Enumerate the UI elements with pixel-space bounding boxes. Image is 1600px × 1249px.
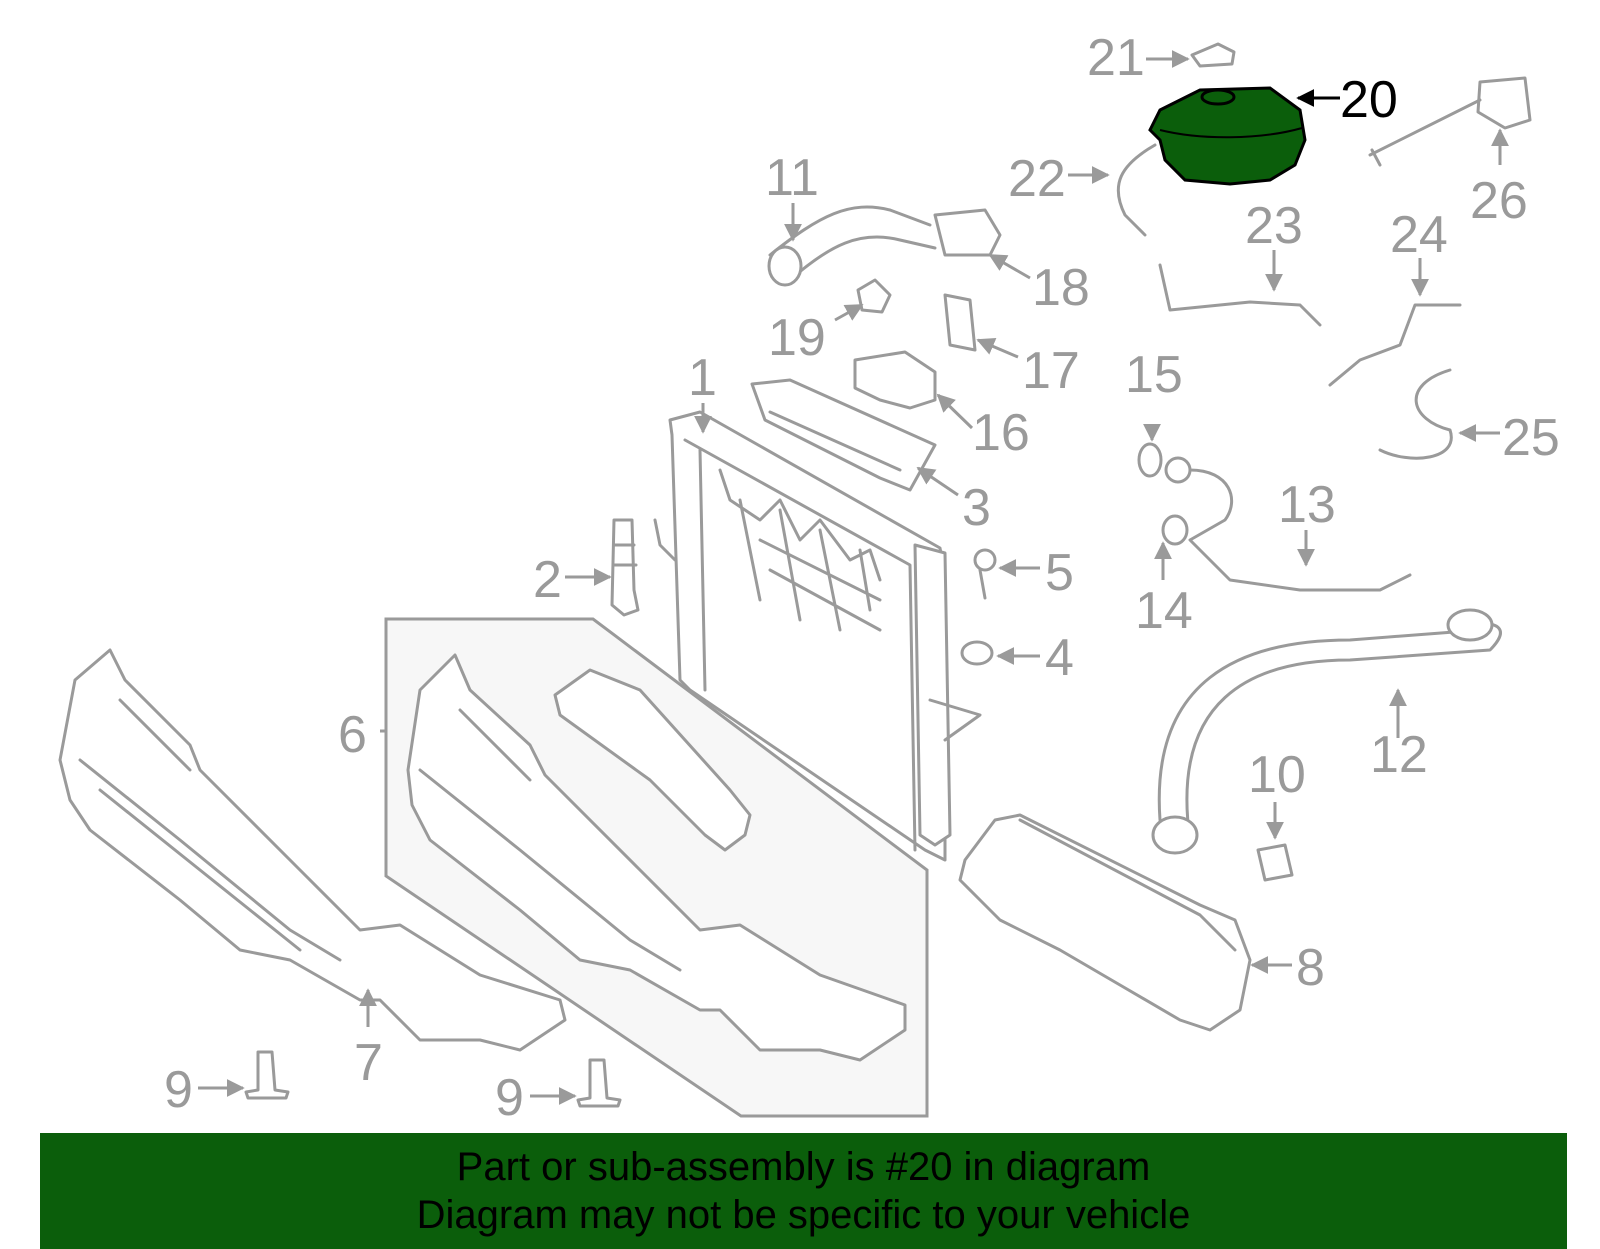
part-20-reservoir[interactable] xyxy=(1148,86,1307,186)
label-part-21: 21 xyxy=(1087,29,1145,87)
part-8-shroud[interactable] xyxy=(958,813,1252,1032)
banner-line-2: Diagram may not be specific to your vehi… xyxy=(416,1193,1191,1237)
leader-lines xyxy=(198,50,1509,1105)
part-13-pipe[interactable] xyxy=(1164,456,1412,592)
label-part-16: 16 xyxy=(972,404,1030,462)
label-part-20: 20 xyxy=(1340,71,1398,129)
part-21-cap[interactable] xyxy=(1190,42,1236,68)
label-part-9-b: 9 xyxy=(495,1069,524,1127)
label-part-25: 25 xyxy=(1502,409,1560,467)
part-23-hose[interactable] xyxy=(1158,263,1322,327)
part-6-air-duct[interactable] xyxy=(406,653,907,1062)
part-3-support[interactable] xyxy=(750,378,937,492)
part-25-hose[interactable] xyxy=(1378,368,1453,460)
part-4-washer[interactable] xyxy=(960,640,994,666)
part-10-clip[interactable] xyxy=(1256,843,1294,882)
part-18-fitting[interactable] xyxy=(933,208,1002,257)
part-26-sensor[interactable] xyxy=(1368,76,1532,167)
part-5-screw[interactable] xyxy=(973,548,997,572)
label-part-10: 10 xyxy=(1248,746,1306,804)
label-part-8: 8 xyxy=(1296,939,1325,997)
label-part-23: 23 xyxy=(1245,197,1303,255)
part-2-bolt[interactable] xyxy=(610,518,640,617)
label-part-5: 5 xyxy=(1045,544,1074,602)
part-1-radiator[interactable] xyxy=(653,410,982,862)
part-9-bolt-b[interactable] xyxy=(576,1058,622,1108)
label-part-19: 19 xyxy=(768,309,826,367)
part-9-bolt-a[interactable] xyxy=(244,1050,290,1100)
part-24-hose[interactable] xyxy=(1328,303,1462,387)
label-part-9-a: 9 xyxy=(164,1061,193,1119)
label-part-11: 11 xyxy=(765,149,819,207)
part-14-seal[interactable] xyxy=(1161,514,1189,546)
label-part-3: 3 xyxy=(962,479,991,537)
label-part-18: 18 xyxy=(1032,259,1090,317)
part-19-cap[interactable] xyxy=(856,278,892,314)
label-part-24: 24 xyxy=(1390,206,1448,264)
info-banner: Part or sub-assembly is #20 in diagram D… xyxy=(40,1133,1567,1249)
label-part-4: 4 xyxy=(1045,629,1074,687)
part-12-hose[interactable] xyxy=(1151,608,1502,855)
banner-line-1: Part or sub-assembly is #20 in diagram xyxy=(456,1145,1151,1189)
label-part-17: 17 xyxy=(1022,342,1080,400)
label-part-1: 1 xyxy=(688,349,717,407)
label-part-7: 7 xyxy=(354,1034,383,1092)
label-part-12: 12 xyxy=(1370,726,1428,784)
part-7-air-duct[interactable] xyxy=(58,648,567,1052)
label-part-6: 6 xyxy=(338,706,367,764)
part-16-bracket[interactable] xyxy=(853,350,937,410)
label-part-2: 2 xyxy=(533,551,562,609)
label-part-26: 26 xyxy=(1470,172,1528,230)
part-22-hose[interactable] xyxy=(1116,143,1157,237)
label-part-13: 13 xyxy=(1278,476,1336,534)
part-17-gasket[interactable] xyxy=(943,293,977,352)
label-part-22: 22 xyxy=(1008,150,1066,208)
part-15-oring[interactable] xyxy=(1137,442,1163,478)
label-part-15: 15 xyxy=(1125,346,1183,404)
label-part-14: 14 xyxy=(1135,582,1193,640)
